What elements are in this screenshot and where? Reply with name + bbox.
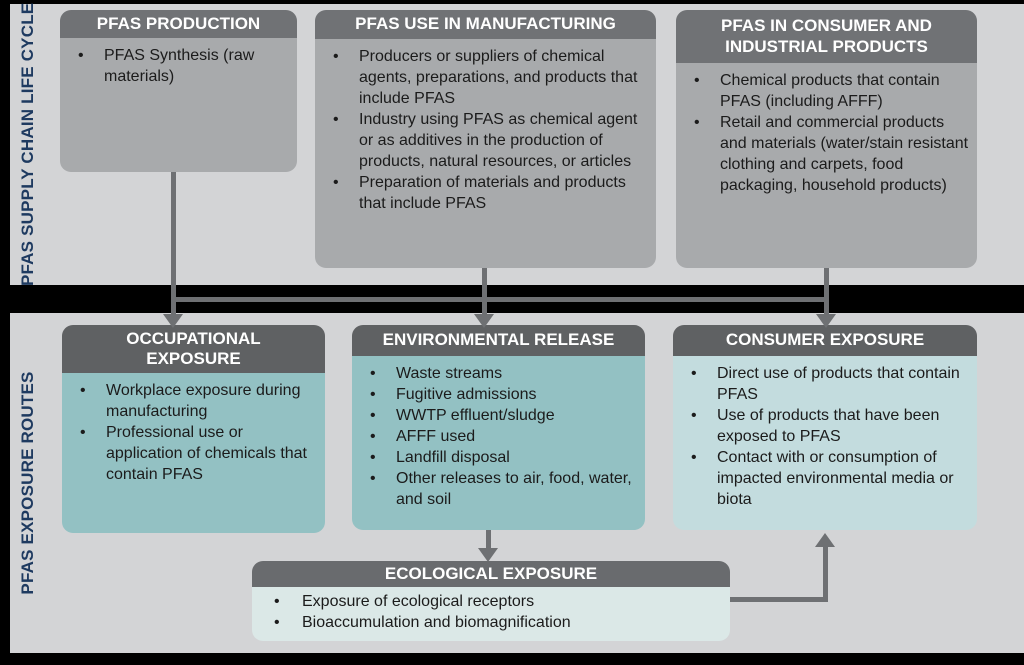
- bullet-list: Direct use of products that contain PFAS…: [681, 363, 969, 510]
- connector-production-drop: [171, 172, 176, 316]
- box-title: PFAS IN CONSUMER AND INDUSTRIAL PRODUCTS: [676, 10, 977, 63]
- bullet-item: Preparation of materials and products th…: [323, 172, 648, 214]
- box-body: Chemical products that contain PFAS (inc…: [676, 63, 977, 268]
- bullet-item: Producers or suppliers of chemical agent…: [323, 46, 648, 109]
- bullet-item: Waste streams: [360, 363, 637, 384]
- bullet-item: Retail and commercial products and mater…: [684, 112, 969, 196]
- bullet-item: Fugitive admissions: [360, 384, 637, 405]
- box-title: ENVIRONMENTAL RELEASE: [352, 325, 645, 356]
- bullet-item: WWTP effluent/sludge: [360, 405, 637, 426]
- bullet-list: Producers or suppliers of chemical agent…: [323, 46, 648, 214]
- arrowhead-to-ecological: [478, 548, 498, 562]
- box-title: PFAS USE IN MANUFACTURING: [315, 10, 656, 39]
- connector-manufacturing-drop: [482, 268, 487, 316]
- bullet-list: Chemical products that contain PFAS (inc…: [684, 70, 969, 196]
- bullet-item: Direct use of products that contain PFAS: [681, 363, 969, 405]
- lifecycle-box-pfas-production: PFAS PRODUCTION PFAS Synthesis (raw mate…: [60, 10, 297, 172]
- bullet-item: Workplace exposure during manufacturing: [70, 380, 317, 422]
- bullet-item: Industry using PFAS as chemical agent or…: [323, 109, 648, 172]
- bullet-item: Exposure of ecological receptors: [260, 591, 722, 612]
- bullet-item: AFFF used: [360, 426, 637, 447]
- bullet-list: Waste streams Fugitive admissions WWTP e…: [360, 363, 637, 510]
- bullet-item: Bioaccumulation and biomagnification: [260, 612, 722, 633]
- arrowhead-to-consumer: [816, 314, 836, 328]
- bullet-item: Chemical products that contain PFAS (inc…: [684, 70, 969, 112]
- bullet-list: Exposure of ecological receptors Bioaccu…: [260, 591, 722, 633]
- box-body: Exposure of ecological receptors Bioaccu…: [252, 587, 730, 641]
- box-title: CONSUMER EXPOSURE: [673, 325, 977, 356]
- box-body: Waste streams Fugitive admissions WWTP e…: [352, 356, 645, 530]
- box-body: PFAS Synthesis (raw materials): [60, 38, 297, 172]
- lifecycle-box-pfas-use-in-manufacturing: PFAS USE IN MANUFACTURING Producers or s…: [315, 10, 656, 268]
- connector-ecological-horizontal: [730, 597, 828, 602]
- arrowhead-to-occupational: [163, 314, 183, 328]
- bullet-list: Workplace exposure during manufacturing …: [70, 380, 317, 485]
- bullet-item: Landfill disposal: [360, 447, 637, 468]
- exposure-box-environmental-release: ENVIRONMENTAL RELEASE Waste streams Fugi…: [352, 325, 645, 530]
- box-title: ECOLOGICAL EXPOSURE: [252, 561, 730, 587]
- connector-environmental-to-ecological: [486, 530, 491, 549]
- bullet-item: PFAS Synthesis (raw materials): [68, 45, 289, 87]
- box-body: Direct use of products that contain PFAS…: [673, 356, 977, 530]
- box-body: Producers or suppliers of chemical agent…: [315, 39, 656, 268]
- box-body: Workplace exposure during manufacturing …: [62, 373, 325, 533]
- bullet-item: Use of products that have been exposed t…: [681, 405, 969, 447]
- connector-horizontal-bus: [171, 297, 829, 302]
- exposure-box-occupational-exposure: OCCUPATIONAL EXPOSURE Workplace exposure…: [62, 325, 325, 533]
- connector-products-drop: [824, 268, 829, 316]
- exposure-routes-sidebar-label: PFAS EXPOSURE ROUTES: [18, 371, 37, 595]
- bullet-list: PFAS Synthesis (raw materials): [68, 45, 289, 87]
- bullet-item: Professional use or application of chemi…: [70, 422, 317, 485]
- connector-ecological-vertical: [823, 547, 828, 602]
- arrowhead-to-consumer-bottom: [815, 533, 835, 547]
- bullet-item: Other releases to air, food, water, and …: [360, 468, 637, 510]
- box-title: OCCUPATIONAL EXPOSURE: [62, 325, 325, 373]
- supply-chain-sidebar-label: PFAS SUPPLY CHAIN LIFE CYCLE: [18, 2, 37, 286]
- bullet-item: Contact with or consumption of impacted …: [681, 447, 969, 510]
- lifecycle-box-pfas-in-consumer-industrial-products: PFAS IN CONSUMER AND INDUSTRIAL PRODUCTS…: [676, 10, 977, 268]
- exposure-box-consumer-exposure: CONSUMER EXPOSURE Direct use of products…: [673, 325, 977, 530]
- exposure-box-ecological-exposure: ECOLOGICAL EXPOSURE Exposure of ecologic…: [252, 561, 730, 641]
- box-title: PFAS PRODUCTION: [60, 10, 297, 38]
- arrowhead-to-environmental: [474, 314, 494, 328]
